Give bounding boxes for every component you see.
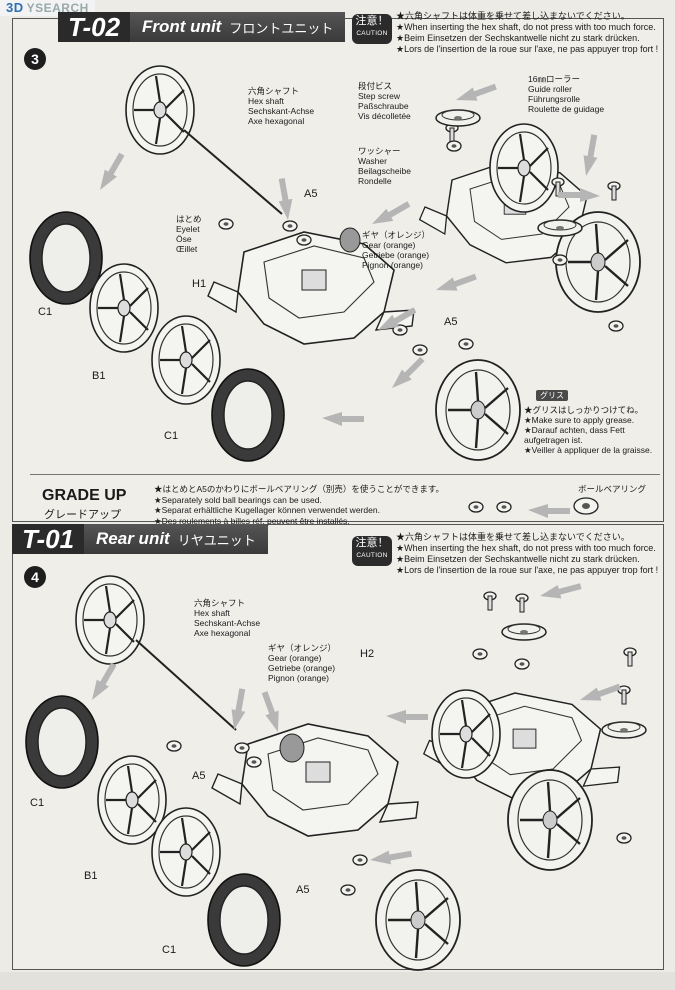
- grade-up-box: GRADE UP グレードアップ ★はとめとA5のかわりにボールベアリング（別売…: [30, 474, 660, 526]
- gear-label-rear: ギヤ（オレンジ） Gear (orange) Getriebe (orange)…: [268, 643, 337, 683]
- step-number-4: 4: [24, 566, 46, 588]
- part-h2: H2: [360, 648, 375, 660]
- part-a5-rear-lower: A5: [296, 884, 310, 896]
- part-a5-rear-upper: A5: [192, 770, 206, 782]
- hex-shaft-caution-rear: ★六角シャフトは体重を乗せて差し込まないでください。 ★When inserti…: [396, 532, 659, 575]
- part-c1-rear-lower: C1: [162, 944, 177, 956]
- hex-shaft-caution-front: ★六角シャフトは体重を乗せて差し込まないでください。 ★When inserti…: [396, 11, 659, 54]
- part-c1-front-lower: C1: [164, 430, 179, 442]
- caution-badge-rear: 注意！CAUTION: [352, 536, 392, 566]
- part-b1-front: B1: [92, 370, 106, 382]
- part-c1-front-upper: C1: [38, 306, 53, 318]
- rear-unit-code: T-01: [12, 524, 85, 554]
- grade-up-text: ★はとめとA5のかわりにボールベアリング（別売）を使うことができます。 ★Sep…: [154, 484, 445, 526]
- hex-shaft-label-rear: 六角シャフト Hex shaft Sechskant-Achse Axe hex…: [194, 598, 261, 638]
- step-screw-label: 段付ビス Step screw Paßschraube Vis décollet…: [358, 81, 411, 121]
- part-a5-front-lower: A5: [444, 316, 458, 328]
- gear-label-front: ギヤ（オレンジ） Gear (orange) Getriebe (orange)…: [362, 230, 431, 270]
- step-number-3: 3: [24, 48, 46, 70]
- front-unit-title-jp: フロントユニット: [229, 20, 334, 36]
- guide-roller-label: 16㎜ローラー Guide roller Führungsrolle Roule…: [528, 74, 605, 114]
- rear-unit-banner: T-01 Rear unit リヤユニット: [12, 524, 268, 554]
- rear-unit-title-jp: リヤユニット: [177, 532, 256, 548]
- front-unit-title: Front unit: [142, 17, 222, 36]
- ball-bearing-label: ボールベアリング: [578, 484, 647, 494]
- caution-badge-front: 注意！CAUTION: [352, 14, 392, 44]
- part-c1-rear-upper: C1: [30, 797, 45, 809]
- eyelet-label: はとめ Eyelet Öse Œillet: [176, 214, 202, 254]
- part-h1: H1: [192, 278, 207, 290]
- front-unit-code: T-02: [58, 12, 131, 42]
- hex-shaft-label-front: 六角シャフト Hex shaft Sechskant-Achse Axe hex…: [248, 86, 315, 126]
- front-unit-banner: T-02 Front unit フロントユニット: [58, 12, 346, 42]
- grade-up-title: GRADE UP: [42, 487, 127, 504]
- part-b1-rear: B1: [84, 870, 98, 882]
- rear-unit-title: Rear unit: [96, 529, 170, 548]
- grease-tag: グリス: [536, 390, 568, 401]
- grease-note: ★グリスはしっかりつけてね。 ★Make sure to apply greas…: [524, 405, 653, 455]
- part-a5-front-upper: A5: [304, 188, 318, 200]
- page-footer: [0, 972, 675, 990]
- washer-label: ワッシャー Washer Beilagscheibe Rondelle: [358, 146, 411, 186]
- grade-up-title-jp: グレードアップ: [44, 509, 121, 521]
